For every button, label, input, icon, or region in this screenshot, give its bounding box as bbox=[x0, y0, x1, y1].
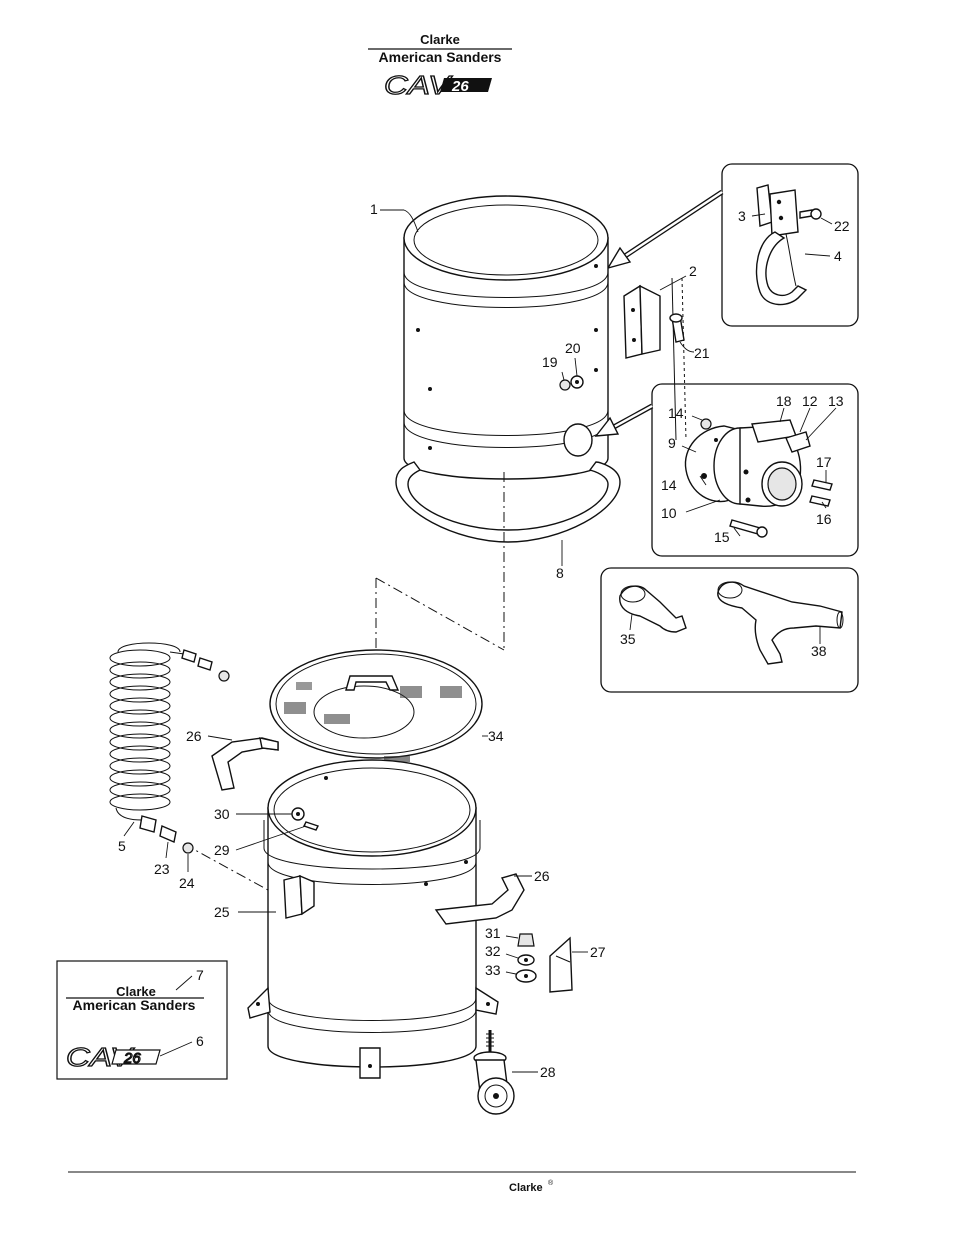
callout-23: 23 bbox=[154, 861, 170, 877]
callout-16: 16 bbox=[816, 511, 832, 527]
callout-24: 24 bbox=[179, 875, 195, 891]
gasket-8: 8 bbox=[395, 461, 621, 581]
detail-box-nozzles: 35 38 bbox=[600, 567, 859, 693]
washer-and-screw: 30 29 bbox=[214, 806, 319, 858]
filter-lid: 34 bbox=[269, 649, 504, 762]
decal-panel: Clarke American Sanders CAV 26 7 6 bbox=[56, 960, 228, 1080]
callout-1: 1 bbox=[370, 201, 378, 217]
handle-26-left: 26 bbox=[186, 728, 279, 791]
arrow-hook-to-drum bbox=[606, 189, 724, 270]
callout-17: 17 bbox=[816, 454, 832, 470]
caster-hardware: 31 32 33 27 bbox=[485, 925, 606, 993]
footer-registered-mark: ® bbox=[548, 1179, 554, 1187]
callout-25: 25 bbox=[214, 904, 230, 920]
decal-brand-clarke: Clarke bbox=[116, 984, 156, 999]
header-model-logo: CAV 26 bbox=[383, 69, 492, 101]
callout-21: 21 bbox=[694, 345, 710, 361]
bracket-2: 2 21 bbox=[623, 263, 710, 441]
callout-3: 3 bbox=[738, 208, 746, 224]
detail-box-hook: 3 22 4 bbox=[721, 163, 859, 327]
detail-box-inlet: 14 9 14 10 18 12 13 17 16 15 bbox=[651, 383, 859, 557]
callout-12: 12 bbox=[802, 393, 818, 409]
callout-31: 31 bbox=[485, 925, 501, 941]
callout-34: 34 bbox=[488, 728, 504, 744]
callout-14-top: 14 bbox=[668, 405, 684, 421]
callout-32: 32 bbox=[485, 943, 501, 959]
callout-8: 8 bbox=[556, 565, 564, 581]
callout-38: 38 bbox=[811, 643, 827, 659]
callout-33: 33 bbox=[485, 962, 501, 978]
callout-9: 9 bbox=[668, 435, 676, 451]
footer-brand: Clarke bbox=[509, 1182, 543, 1194]
callout-19: 19 bbox=[542, 354, 558, 370]
header-brand-clarke: Clarke bbox=[420, 32, 460, 47]
upper-drum: 1 19 20 bbox=[370, 195, 609, 480]
decal-model-tag: 26 bbox=[123, 1050, 141, 1067]
decal-brand-american-sanders: American Sanders bbox=[73, 997, 196, 1013]
header-brand-american-sanders: American Sanders bbox=[379, 49, 502, 65]
callout-2: 2 bbox=[689, 263, 697, 279]
caster-28: 28 bbox=[473, 1030, 556, 1115]
callout-6: 6 bbox=[196, 1033, 204, 1049]
lower-tank: 25 bbox=[214, 759, 499, 1079]
callout-10: 10 bbox=[661, 505, 677, 521]
callout-4: 4 bbox=[834, 248, 842, 264]
callout-29: 29 bbox=[214, 842, 230, 858]
header-model-tag: 26 bbox=[451, 78, 469, 95]
callout-13: 13 bbox=[828, 393, 844, 409]
callout-14-bottom: 14 bbox=[661, 477, 677, 493]
callout-27: 27 bbox=[590, 944, 606, 960]
hose-coil: 5 23 24 bbox=[109, 642, 230, 891]
callout-7: 7 bbox=[196, 967, 204, 983]
callout-22: 22 bbox=[834, 218, 850, 234]
hose-loops bbox=[109, 649, 171, 811]
callout-15: 15 bbox=[714, 529, 730, 545]
callout-35: 35 bbox=[620, 631, 636, 647]
callout-30: 30 bbox=[214, 806, 230, 822]
callout-5: 5 bbox=[118, 838, 126, 854]
callout-28: 28 bbox=[540, 1064, 556, 1080]
handle-26-right: 26 bbox=[434, 868, 550, 925]
callout-26-right: 26 bbox=[534, 868, 550, 884]
callout-26-left: 26 bbox=[186, 728, 202, 744]
arrow-inlet-to-drum bbox=[594, 403, 654, 437]
header-logo: Clarke American Sanders CAV 26 bbox=[368, 32, 512, 101]
callout-20: 20 bbox=[565, 340, 581, 356]
callout-18: 18 bbox=[776, 393, 792, 409]
footer: Clarke ® bbox=[68, 1171, 856, 1194]
